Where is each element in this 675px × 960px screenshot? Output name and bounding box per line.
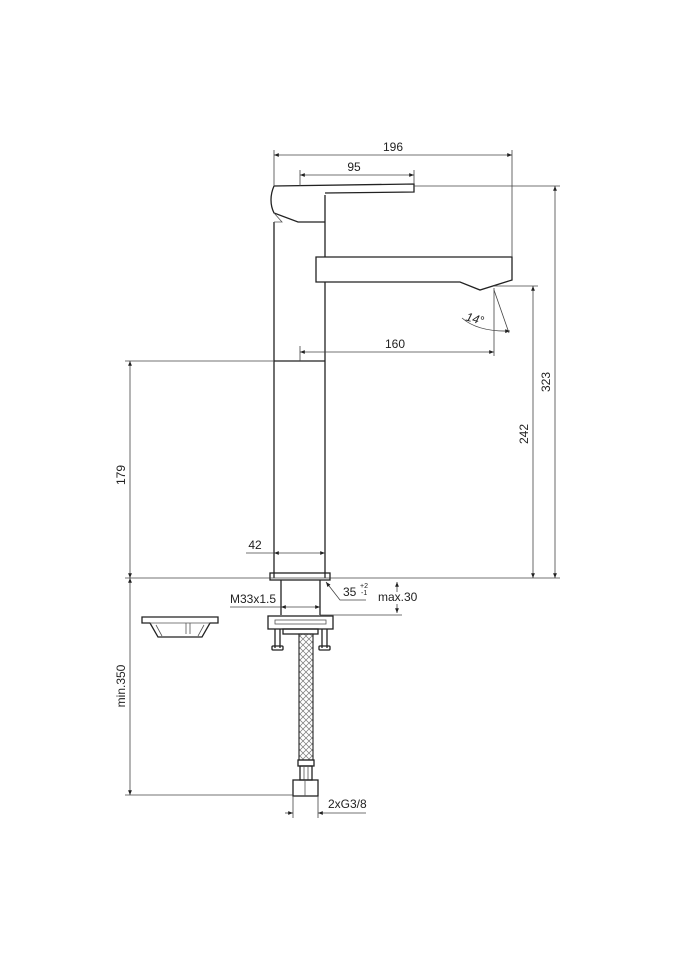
faucet-body	[273, 195, 326, 578]
dim-hole-diameter: 35 +2 -1	[325, 581, 368, 601]
min-hose-length-label: min.350	[114, 664, 128, 707]
fixing-nut-plate	[267, 615, 334, 651]
overall-reach-label: 196	[383, 140, 403, 154]
spout	[315, 256, 513, 291]
max-deck-thickness-label: max.30	[378, 590, 418, 604]
dim-overall-reach: 196	[274, 140, 512, 157]
dim-body-lower-height: 179	[114, 361, 132, 578]
spout-reach-label: 160	[385, 337, 405, 351]
dim-overall-height: 323	[539, 185, 557, 578]
dim-hose-connections: 2xG3/8	[285, 797, 367, 815]
outlet-height-label: 242	[517, 424, 531, 444]
body-diameter-label: 42	[248, 538, 262, 552]
dim-lever-length: 95	[300, 160, 414, 177]
thread-label: M33x1.5	[230, 592, 276, 606]
overall-height-label: 323	[539, 372, 553, 392]
lever-handle	[270, 183, 415, 223]
hole-diameter-label: 35	[343, 585, 357, 599]
spout-angle-label: 14°	[464, 310, 485, 328]
hose-connections-label: 2xG3/8	[328, 797, 367, 811]
reference-lines	[125, 150, 560, 818]
dim-spout-reach: 160	[300, 337, 494, 354]
hole-tol-plus: +2	[360, 583, 368, 590]
lever-length-label: 95	[347, 160, 361, 174]
supply-hose	[292, 633, 319, 797]
dim-min-hose-length: min.350	[114, 578, 132, 795]
dim-thread: M33x1.5	[230, 592, 320, 609]
dim-spout-angle: 14°	[461, 289, 511, 334]
hole-tol-minus: -1	[361, 590, 367, 597]
dim-body-diameter: 42	[246, 538, 325, 555]
dim-max-deck-thickness: max.30	[378, 582, 418, 613]
washer-part	[141, 616, 219, 638]
body-lower-height-label: 179	[114, 465, 128, 485]
base-flange	[269, 572, 331, 615]
dim-outlet-height: 242	[517, 286, 535, 578]
